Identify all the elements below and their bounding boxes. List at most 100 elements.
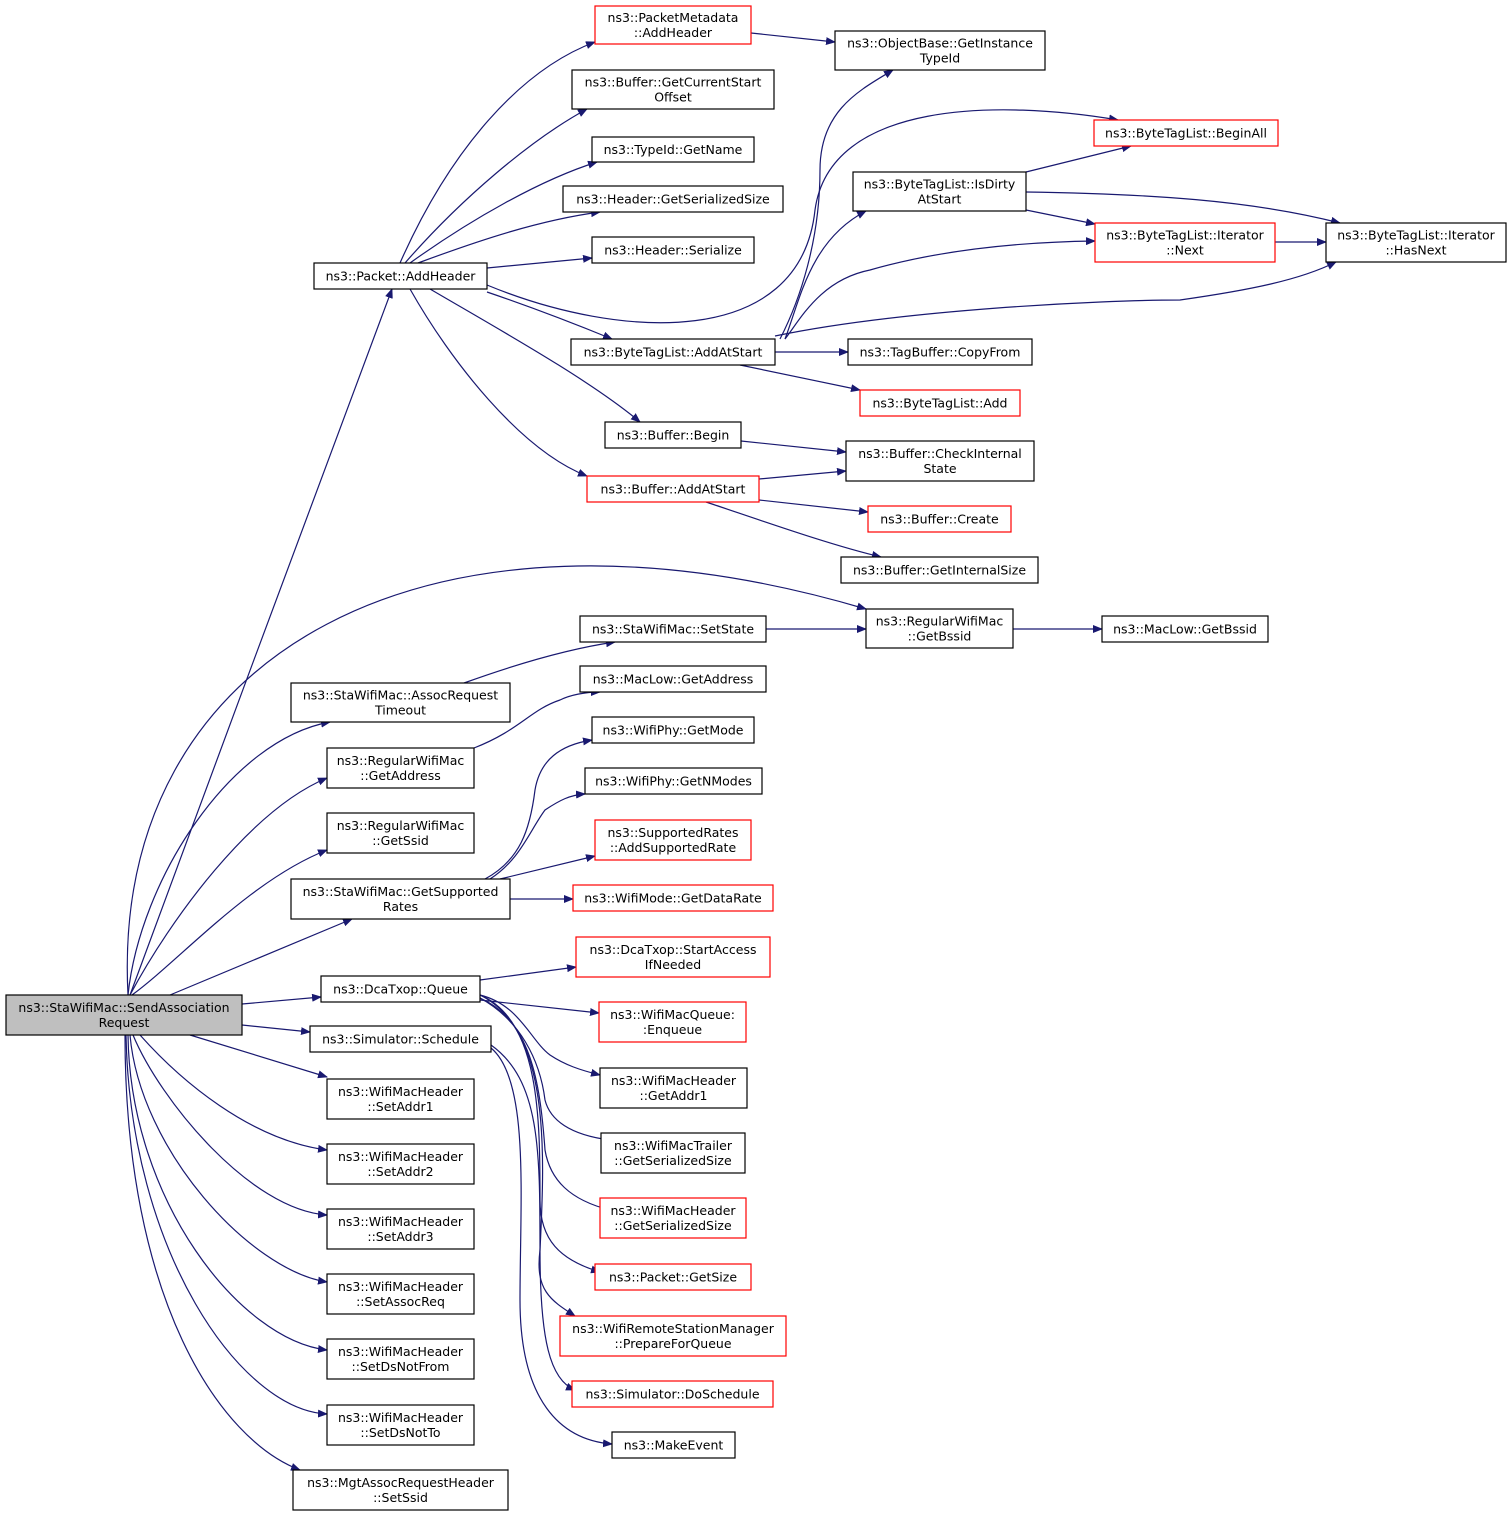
node-box — [600, 1132, 746, 1174]
edge-pm_addheader-to-ob_getinstancetypeid — [750, 32, 836, 46]
node-box — [313, 262, 488, 290]
node-label: ns3::DcaTxop::Queue — [333, 982, 468, 997]
edge-root-to-wmh_setdsnotto — [125, 1034, 328, 1418]
node-wmh_getsersize[interactable]: ns3::WifiMacHeader::GetSerializedSize — [599, 1197, 747, 1239]
edge-root-to-wmh_setaddr1 — [189, 1034, 328, 1079]
edge-btl_addatstart-to-btli_hasnext — [774, 261, 1337, 337]
node-sim_schedule[interactable]: ns3::Simulator::Schedule — [309, 1025, 492, 1053]
node-rwm_getssid[interactable]: ns3::RegularWifiMac::GetSsid — [326, 812, 475, 854]
node-label: ::GetSerializedSize — [614, 1218, 732, 1233]
node-wifiphy_getnmodes[interactable]: ns3::WifiPhy::GetNModes — [584, 767, 763, 795]
node-label: :Enqueue — [643, 1022, 703, 1037]
node-wifimode_getdatarate[interactable]: ns3::WifiMode::GetDataRate — [572, 884, 774, 912]
edge-rwm_getaddress-to-maclow_getaddress — [473, 688, 601, 749]
node-maclow_getbssid[interactable]: ns3::MacLow::GetBssid — [1101, 615, 1269, 643]
node-btli_next[interactable]: ns3::ByteTagList::Iterator::Next — [1094, 222, 1276, 263]
node-typeid_getname[interactable]: ns3::TypeId::GetName — [591, 136, 755, 163]
node-sta_setstate[interactable]: ns3::StaWifiMac::SetState — [579, 615, 767, 643]
edge-pkt_addheader-to-btl_beginall — [486, 109, 1119, 324]
node-label: ns3::WifiMode::GetDataRate — [584, 891, 762, 906]
node-box — [571, 1380, 774, 1408]
node-pkt_getsize[interactable]: ns3::Packet::GetSize — [594, 1263, 752, 1291]
node-label: ::GetAddress — [360, 768, 440, 783]
node-buf_getinternalsize[interactable]: ns3::Buffer::GetInternalSize — [840, 556, 1039, 584]
node-wrsm_prepare[interactable]: ns3::WifiRemoteStationManager::PrepareFo… — [559, 1315, 787, 1357]
node-box — [599, 1067, 748, 1109]
node-wmh_setassocreq[interactable]: ns3::WifiMacHeader::SetAssocReq — [326, 1273, 475, 1315]
node-box — [579, 665, 767, 693]
edge-pkt_addheader-to-hdr_serialize — [486, 254, 593, 269]
node-box — [865, 608, 1014, 649]
node-box — [290, 682, 511, 723]
node-buf_create[interactable]: ns3::Buffer::Create — [867, 505, 1012, 533]
node-hdr_getsersize[interactable]: ns3::Header::GetSerializedSize — [562, 185, 784, 213]
node-tagbuf_copyfrom[interactable]: ns3::TagBuffer::CopyFrom — [847, 338, 1033, 366]
node-label: ::Next — [1166, 243, 1204, 258]
edge-buf_addatstart-to-buf_create — [758, 499, 869, 515]
node-label: ::SetAddr1 — [367, 1099, 433, 1114]
node-wmh_setaddr1[interactable]: ns3::WifiMacHeader::SetAddr1 — [326, 1078, 475, 1120]
node-label: ns3::DcaTxop::StartAccess — [590, 942, 757, 957]
node-wmh_setaddr2[interactable]: ns3::WifiMacHeader::SetAddr2 — [326, 1143, 475, 1185]
node-label: ns3::MgtAssocRequestHeader — [307, 1475, 495, 1490]
node-wmh_setdsnotto[interactable]: ns3::WifiMacHeader::SetDsNotTo — [326, 1404, 475, 1446]
edge-pkt_addheader-to-typeid_getname — [409, 160, 598, 264]
node-wmh_setdsnotfrom[interactable]: ns3::WifiMacHeader::SetDsNotFrom — [326, 1338, 475, 1380]
node-label: ::SetAddr3 — [367, 1229, 433, 1244]
node-makeevent[interactable]: ns3::MakeEvent — [611, 1431, 736, 1459]
node-wmh_getaddr1[interactable]: ns3::WifiMacHeader::GetAddr1 — [599, 1067, 748, 1109]
node-wmt_getsersize[interactable]: ns3::WifiMacTrailer::GetSerializedSize — [600, 1132, 746, 1174]
node-label: ::SetAddr2 — [367, 1164, 433, 1179]
node-maclow_getaddress[interactable]: ns3::MacLow::GetAddress — [579, 665, 767, 693]
node-wmq_enqueue[interactable]: ns3::WifiMacQueue::Enqueue — [598, 1001, 747, 1043]
node-box — [840, 556, 1039, 584]
node-hdr_serialize[interactable]: ns3::Header::Serialize — [591, 236, 755, 264]
node-pkt_addheader[interactable]: ns3::Packet::AddHeader — [313, 262, 488, 290]
node-rwm_getbssid[interactable]: ns3::RegularWifiMac::GetBssid — [865, 608, 1014, 649]
node-label: ns3::ByteTagList::Iterator — [1106, 228, 1264, 243]
node-box — [591, 236, 755, 264]
node-wifiphy_getmode[interactable]: ns3::WifiPhy::GetMode — [591, 716, 755, 744]
node-label: ::AddHeader — [634, 25, 713, 40]
node-box — [309, 1025, 492, 1053]
node-btl_addatstart[interactable]: ns3::ByteTagList::AddAtStart — [570, 338, 776, 366]
node-dca_queue[interactable]: ns3::DcaTxop::Queue — [320, 975, 481, 1003]
node-rwm_getaddress[interactable]: ns3::RegularWifiMac::GetAddress — [326, 747, 475, 789]
edge-sim_schedule-to-sim_doschedule — [490, 1044, 576, 1391]
node-label: ns3::TagBuffer::CopyFrom — [860, 345, 1021, 360]
node-label: ns3::Simulator::Schedule — [322, 1032, 479, 1047]
node-sr_addsupported[interactable]: ns3::SupportedRates::AddSupportedRate — [594, 819, 752, 861]
node-marh_setssid[interactable]: ns3::MgtAssocRequestHeader::SetSsid — [292, 1469, 509, 1511]
edge-dca_queue-to-wmt_getsersize — [479, 997, 611, 1143]
node-box — [326, 1143, 475, 1185]
edge-root-to-dca_queue — [241, 993, 322, 1005]
node-buf_begin[interactable]: ns3::Buffer::Begin — [604, 421, 742, 449]
node-box — [1325, 222, 1507, 263]
node-buf_addatstart[interactable]: ns3::Buffer::AddAtStart — [586, 475, 760, 503]
node-wmh_setaddr3[interactable]: ns3::WifiMacHeader::SetAddr3 — [326, 1208, 475, 1250]
node-box — [326, 1273, 475, 1315]
node-sim_doschedule[interactable]: ns3::Simulator::DoSchedule — [571, 1380, 774, 1408]
node-label: ::GetBssid — [908, 629, 972, 644]
node-label: ns3::StaWifiMac::SendAssociation — [18, 1000, 229, 1015]
edge-root-to-sta_assoctimeout — [127, 719, 331, 996]
node-box — [867, 505, 1012, 533]
node-btli_hasnext[interactable]: ns3::ByteTagList::Iterator::HasNext — [1325, 222, 1507, 263]
node-label: ns3::WifiMacHeader — [338, 1279, 464, 1294]
node-label: ns3::StaWifiMac::GetSupported — [303, 884, 499, 899]
node-label: ns3::MacLow::GetAddress — [593, 672, 754, 687]
node-btl_beginall[interactable]: ns3::ByteTagList::BeginAll — [1093, 119, 1279, 147]
node-btl_add[interactable]: ns3::ByteTagList::Add — [859, 389, 1021, 417]
node-pm_addheader[interactable]: ns3::PacketMetadata::AddHeader — [594, 5, 752, 45]
node-label: ::AddSupportedRate — [610, 840, 737, 855]
node-box — [579, 615, 767, 643]
edge-root-to-rwm_getaddress — [129, 777, 328, 996]
